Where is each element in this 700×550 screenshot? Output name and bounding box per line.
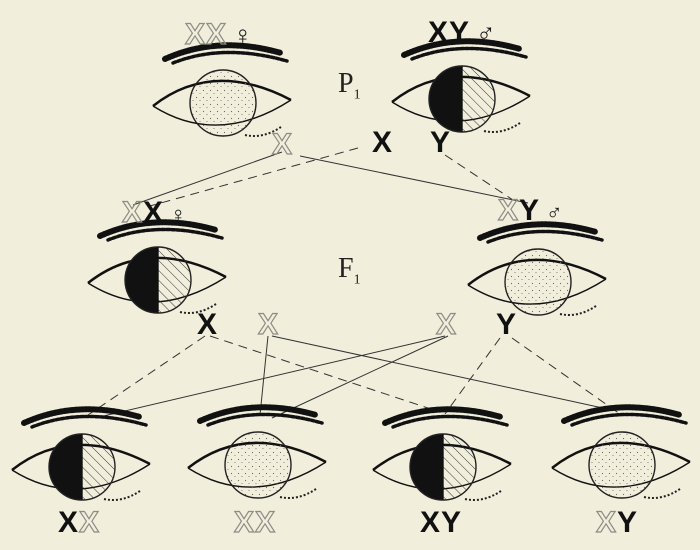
mother-eye-icon [153,45,291,136]
chromosome-letter: X [428,16,450,49]
generation-letter: F [338,253,354,284]
chromosome-letter: Y [449,16,471,49]
cross-line-dashed [444,337,501,415]
gamete-father-y: Y [430,128,451,158]
cross-line-dashed [511,337,621,415]
chromosome-letter: X [143,196,165,229]
f2-eye-4-icon [552,407,690,498]
cross-line-solid [271,335,449,419]
f2-eye-3-icon [373,409,511,500]
chromosome-letter: X [205,18,228,51]
female-symbol-icon: ♀ [170,202,188,227]
father-genotype-label: XY♂ [428,16,497,49]
gamete-mother-x: X [271,128,294,161]
generation-subscript: 1 [353,272,361,288]
gamete-daughter-x2: X [257,308,280,341]
cross-line-dashed [209,335,441,413]
chromosome-letter: X [233,506,256,539]
cross-line-dashed [149,147,359,207]
father-eye-icon [392,41,530,132]
cross-line-dashed [87,335,206,416]
chromosome-letter: X [184,18,207,51]
chromosome-letter: Y [496,308,518,341]
f2-genotype-label-2: XX [233,506,277,539]
cross-line-solid [132,151,283,206]
generation-label-p1: P1 [338,68,361,104]
chromosome-letter: Y [441,506,463,539]
chromosome-letter: Y [519,194,541,227]
female-symbol-icon: ♀ [233,20,254,50]
generation-subscript: 1 [353,87,361,103]
cross-line-solid [299,155,529,204]
male-symbol-icon: ♂ [546,200,564,225]
chromosome-letter: X [595,506,618,539]
f2-eye-2-icon [188,407,326,498]
chromosome-letter: X [78,506,101,539]
chromosome-letter: X [420,506,442,539]
mother-genotype-label: XX♀ [184,18,254,51]
chromosome-letter: X [497,194,520,227]
chromosome-letter: X [257,308,280,341]
daughter-genotype-label: XX♀ [121,196,188,230]
daughter-eye-icon [88,222,226,313]
generation-label-f1: F1 [338,253,361,289]
generation-letter: P [338,68,354,99]
chromosome-letter: X [254,506,277,539]
f2-eye-1-icon [12,409,150,500]
chromosome-letter: X [58,506,80,539]
chromosome-letter: X [435,308,458,341]
chromosome-letter: X [121,196,144,229]
son-genotype-label: XY♂ [497,194,564,228]
cross-line-solid [271,335,613,411]
chromosome-letter: Y [617,506,639,539]
gamete-daughter-x1: X [197,310,218,340]
cross-line-solid [94,335,446,419]
chromosome-letter: X [271,128,294,161]
cross-line-dashed [444,154,514,201]
chromosome-letter: X [197,308,219,341]
gamete-son-y: Y [496,310,517,340]
f2-genotype-label-1: XX [58,506,101,539]
gamete-father-x: X [372,128,393,158]
male-symbol-icon: ♂ [476,18,497,48]
f2-genotype-label-3: XY [420,508,462,538]
gamete-son-x: X [435,308,458,341]
cross-line-solid [259,335,269,416]
chromosome-letter: Y [430,126,452,159]
chromosome-letter: X [372,126,394,159]
son-eye-icon [468,224,606,315]
f2-genotype-label-4: XY [595,506,639,539]
